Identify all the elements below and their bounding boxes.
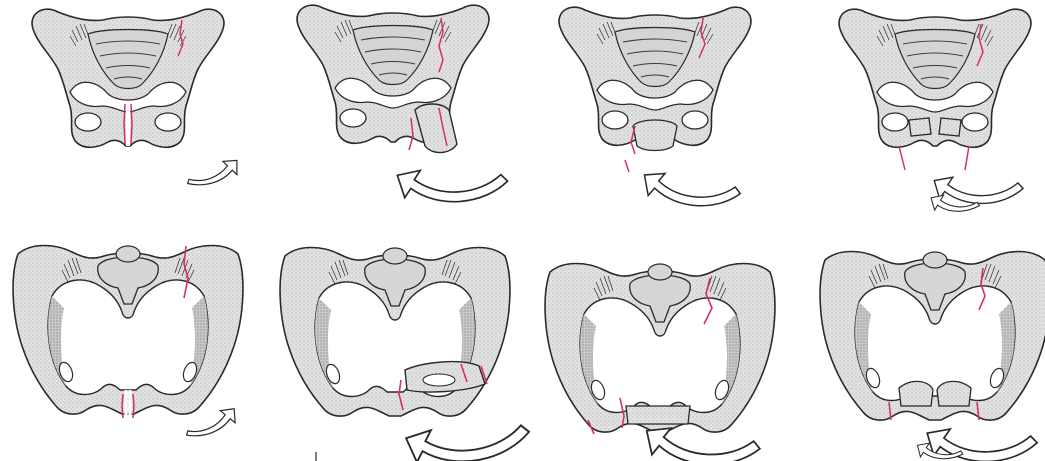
fracture-line (965, 146, 969, 170)
rotation-arrow (406, 401, 533, 461)
rotation-arrow (397, 153, 509, 214)
fracture-line (899, 146, 905, 170)
rotation-arrow (185, 159, 239, 186)
panel-top-3 (559, 7, 751, 172)
panel-top-4 (839, 9, 1031, 170)
fracture-line (625, 160, 629, 172)
panel-top-1 (32, 9, 224, 147)
panel-top-2 (297, 5, 489, 152)
panel-bottom-3 (545, 264, 775, 435)
rotation-arrow (927, 415, 1039, 461)
panel-bottom-4 (820, 252, 1045, 421)
panel-bottom-1 (13, 246, 243, 419)
rotation-arrow (644, 168, 741, 209)
panel-bottom-2 (280, 248, 510, 417)
